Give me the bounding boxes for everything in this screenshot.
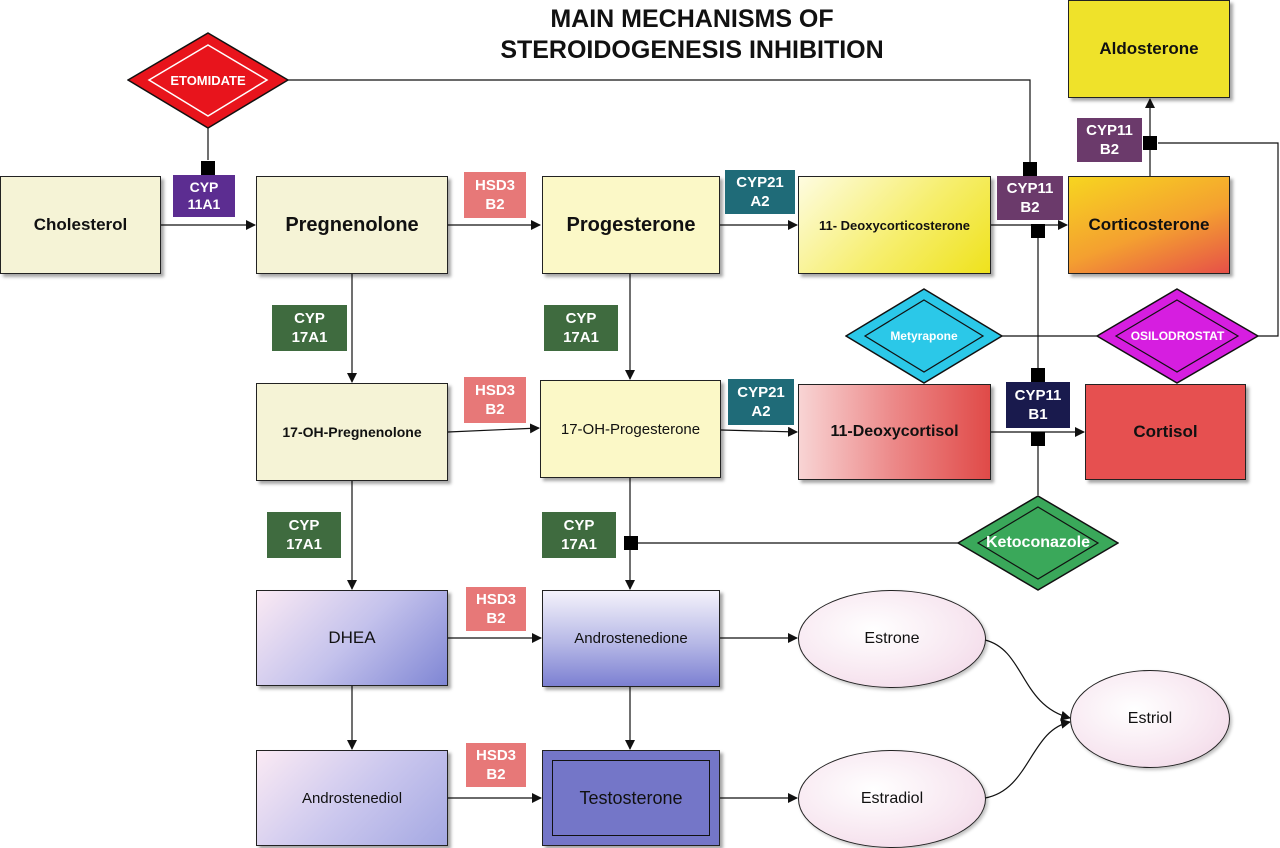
arrow-estrone-estriol — [984, 639, 1071, 721]
node-estriol: Estriol — [1070, 670, 1230, 768]
arrow-17ohpreg-17ohprog — [447, 423, 540, 434]
node-cortisol: Cortisol — [1085, 384, 1246, 480]
enzyme-cyp17a1-pregnenolone: CYP 17A1 — [272, 305, 347, 351]
node-androstenediol-label: Androstenediol — [301, 789, 403, 807]
node-estradiol: Estradiol — [798, 750, 986, 848]
arrow-17ohprog-deoxycortisol — [720, 426, 798, 437]
inhibition-line-etomidate-cyp11b2 — [288, 79, 1031, 162]
drug-etomidate: ETOMIDATE — [127, 32, 289, 129]
node-cortisol-label: Cortisol — [1133, 422, 1198, 441]
enzyme-cyp21a2-17oh: CYP21 A2 — [728, 379, 794, 425]
enzyme-cyp17a1-17ohprog: CYP 17A1 — [542, 512, 616, 558]
drug-ketoconazole-label: Ketoconazole — [985, 534, 1090, 551]
node-androstenedione-label: Androstenedione — [574, 630, 688, 647]
inhibition-mark-cyp11b1-bottom — [1031, 432, 1045, 446]
node-corticosterone: Corticosterone — [1068, 176, 1230, 274]
enzyme-cyp11b2-aldosterone: CYP11 B2 — [1077, 118, 1142, 162]
node-pregnenolone: Pregnenolone — [256, 176, 448, 274]
node-progesterone: Progesterone — [542, 176, 720, 274]
enzyme-hsd3b2-preg-prog: HSD3 B2 — [464, 172, 526, 218]
enzyme-cyp17a1-progesterone: CYP 17A1 — [544, 305, 618, 351]
enzyme-hsd3b2-androstenediol: HSD3 B2 — [466, 743, 526, 787]
node-deoxycortisol: 11-Deoxycortisol — [798, 384, 991, 480]
enzyme-cyp17a1-17ohpreg: CYP 17A1 — [267, 512, 341, 558]
node-17oh-progesterone-label: 17-OH-Progesterone — [560, 420, 701, 438]
node-dhea: DHEA — [256, 590, 448, 686]
node-estradiol-label: Estradiol — [860, 790, 924, 807]
node-cholesterol-label: Cholesterol — [33, 215, 128, 234]
metyrapone-diamond — [845, 288, 1003, 384]
node-17oh-pregnenolone: 17-OH-Pregnenolone — [256, 383, 448, 481]
ketoconazole-diamond — [957, 495, 1119, 591]
drug-osilodrostat-label: OSILODROSTAT — [1130, 329, 1225, 343]
enzyme-cyp11b2-doc-corticosterone: CYP11 B2 — [997, 176, 1063, 220]
node-17oh-pregnenolone-label: 17-OH-Pregnenolone — [282, 424, 422, 440]
node-corticosterone-label: Corticosterone — [1088, 215, 1210, 234]
node-deoxycorticosterone-label: 11- Deoxycorticosterone — [818, 217, 970, 233]
enzyme-cyp21a2-prog-doc: CYP21 A2 — [725, 170, 795, 214]
drug-metyrapone-label: Metyrapone — [890, 329, 958, 343]
drug-ketoconazole: Ketoconazole — [957, 495, 1119, 591]
node-17oh-progesterone: 17-OH-Progesterone — [540, 380, 721, 478]
testosterone-inner-frame — [552, 760, 710, 836]
inhibition-mark-cyp11b1-top — [1031, 368, 1045, 382]
enzyme-cyp11b1: CYP11 B1 — [1006, 382, 1070, 428]
etomidate-diamond — [127, 32, 289, 129]
enzyme-cyp11a1: CYP 11A1 — [173, 175, 235, 217]
node-deoxycorticosterone: 11- Deoxycorticosterone — [798, 176, 991, 274]
diagram-title: MAIN MECHANISMS OF STEROIDOGENESIS INHIB… — [500, 5, 884, 64]
osilodrostat-diamond — [1096, 288, 1259, 384]
node-deoxycortisol-label: 11-Deoxycortisol — [830, 423, 959, 440]
node-estrone-label: Estrone — [864, 630, 920, 647]
inhibition-line-osilodrostat — [1158, 142, 1279, 337]
inhibition-mark-cyp11b2-bottom — [1031, 224, 1045, 238]
node-androstenedione: Androstenedione — [542, 590, 720, 687]
inhibition-mark-cyp11b2-top — [1023, 162, 1037, 176]
node-cholesterol: Cholesterol — [0, 176, 161, 274]
inhibition-mark-cyp11a1 — [201, 161, 215, 175]
node-estriol-label: Estriol — [1127, 710, 1173, 727]
node-testosterone: Testosterone — [542, 750, 720, 846]
enzyme-hsd3b2-17oh: HSD3 B2 — [464, 377, 526, 423]
node-progesterone-label: Progesterone — [566, 213, 696, 236]
inhibition-mark-cyp17a1 — [624, 536, 638, 550]
node-androstenediol: Androstenediol — [256, 750, 448, 846]
node-aldosterone: Aldosterone — [1068, 0, 1230, 98]
node-aldosterone-label: Aldosterone — [1099, 39, 1199, 58]
node-pregnenolone-label: Pregnenolone — [285, 213, 419, 236]
node-estrone: Estrone — [798, 590, 986, 688]
drug-metyrapone: Metyrapone — [845, 288, 1003, 384]
drug-etomidate-label: ETOMIDATE — [170, 73, 246, 88]
enzyme-hsd3b2-dhea: HSD3 B2 — [466, 587, 526, 631]
drug-osilodrostat: OSILODROSTAT — [1096, 288, 1259, 384]
inhibition-mark-cyp11b2-aldo — [1143, 136, 1157, 150]
node-testosterone-label: Testosterone — [579, 787, 683, 808]
node-dhea-label: DHEA — [328, 628, 376, 647]
arrow-estradiol-estriol — [984, 718, 1071, 799]
